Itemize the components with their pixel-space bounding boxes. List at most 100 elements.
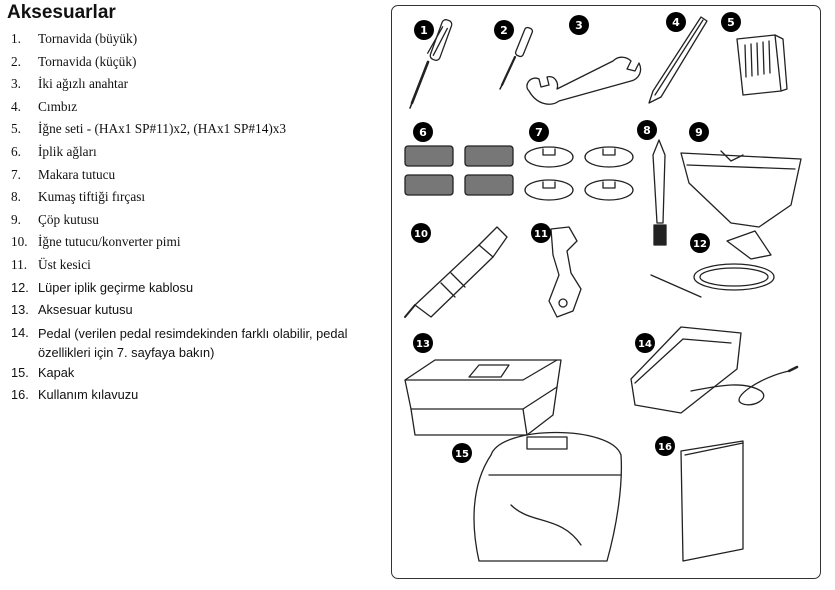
item-label: Kapak [38,364,75,380]
accessory-list: 1.Tornavida (büyük) 2.Tornavida (küçük) … [11,28,386,407]
item-label: Tornavida (büyük) [38,31,138,46]
screwdriver-small-icon [499,26,534,90]
number-badge-circle [569,15,589,35]
item-number: 1. [11,31,21,46]
number-badge-label: 12 [693,239,707,250]
number-badge-label: 13 [416,339,430,350]
item-number: 4. [11,98,21,114]
upper-knife-icon [548,226,582,318]
needle-holder-icon [404,226,508,318]
number-badge-label: 14 [638,339,652,350]
item-number: 10. [11,234,28,250]
item-number: 8. [11,189,21,205]
item-label: Kullanım kılavuzu [38,387,139,403]
dust-cover-icon [473,431,623,562]
item-label: İğne tutucu/konverter pimi [38,234,181,250]
list-item: 15. Kapak [11,362,386,385]
item-label: Tornavida (küçük) [38,53,137,69]
item-label: Makara tutucu [38,166,116,182]
number-badge-circle [690,233,710,253]
number-badge-circle [529,122,549,142]
list-item: 2. Tornavida (küçük) [11,51,386,74]
list-item: 10. İğne tutucu/konverter pimi [11,231,386,254]
accessory-box-icon [404,359,562,436]
tweezers-icon [648,16,708,104]
number-badge-label: 2 [500,24,508,37]
number-badge-label: 1 [420,24,428,37]
number-badge-label: 10 [414,229,428,240]
list-item: 16. Kullanım kılavuzu [11,384,386,407]
thread-nets-icon [404,145,514,196]
item-number: 6. [11,143,21,159]
list-item: 1. Tornavida (büyük) [11,28,386,51]
number-badge-circle [452,443,472,463]
number-badge-label: 9 [695,126,703,139]
number-badge-label: 4 [672,16,680,29]
item-label: Pedal (verilen pedal resimdekinden farkl… [38,325,348,360]
number-badge-circle [413,333,433,353]
item-number: 12. [11,279,29,295]
item-number: 3. [11,76,21,92]
illustration-panel [391,5,821,579]
item-number: 9. [11,211,21,227]
number-badge-circle [411,223,431,243]
number-badge-circle [666,12,686,32]
item-number: 5. [11,121,21,137]
needle-set-icon [736,34,788,96]
screwdriver-large-icon [409,19,453,109]
number-badge-circle [721,12,741,32]
number-badge-label: 7 [535,126,543,139]
number-badge-label: 5 [727,16,735,29]
foot-pedal-icon [630,326,799,414]
item-label: Kumaş tiftiği fırçası [38,189,146,205]
number-badge-circle [494,20,514,40]
number-badge-label: 15 [455,449,469,460]
number-badge-circle [637,120,657,140]
number-badge-circle [635,333,655,353]
wrench-icon [526,56,642,105]
lint-brush-icon [652,139,667,246]
item-number: 16. [11,387,29,403]
number-badge-label: 8 [643,124,651,137]
item-number: 14. [11,324,29,340]
list-item: 9. Çöp kutusu [11,209,386,232]
item-label: Aksesuar kutusu [38,302,133,318]
scrap-box-icon [680,150,802,228]
number-badge-circle [655,436,675,456]
spool-holders-icon [524,146,634,201]
list-item: 4. Cımbız [11,96,386,119]
item-number: 15. [11,364,29,380]
number-badge-label: 6 [419,126,427,139]
item-label: İplik ağları [38,143,97,159]
list-item: 14. Pedal (verilen pedal resimdekinden fa… [11,322,386,362]
item-label: İki ağızlı anahtar [38,76,129,92]
item-label: Lüper iplik geçirme kablosu [38,279,194,295]
list-item: 12. Lüper iplik geçirme kablosu [11,277,386,300]
list-item: 8. Kumaş tiftiği fırçası [11,186,386,209]
number-badge-circle [531,223,551,243]
item-number: 7. [11,166,21,182]
manual-icon [680,440,744,562]
number-badge-circle [689,122,709,142]
list-item: 13. Aksesuar kutusu [11,299,386,322]
list-item: 3. İki ağızlı anahtar [11,73,386,96]
item-number: 2. [11,53,21,69]
item-number: 13. [11,302,29,318]
number-badge-label: 16 [658,442,672,453]
number-badge-label: 3 [575,19,583,32]
page-title: Aksesuarlar [7,2,116,23]
item-label: İğne seti - (HAx1 SP#11)x2, (HAx1 SP#14)… [38,121,287,137]
number-badge-circle [413,122,433,142]
item-number: 11. [11,256,28,272]
item-label: Çöp kutusu [38,211,99,227]
looper-threader-icon [650,230,775,298]
number-badge-circle [414,20,434,40]
number-badge-label: 11 [534,229,548,240]
item-label: Üst kesici [38,256,91,272]
list-item: 5. İğne seti - (HAx1 SP#11)x2, (HAx1 SP#1… [11,118,386,141]
list-item: 7. Makara tutucu [11,164,386,187]
list-item: 6. İplik ağları [11,141,386,164]
item-label: Cımbız [38,98,78,114]
